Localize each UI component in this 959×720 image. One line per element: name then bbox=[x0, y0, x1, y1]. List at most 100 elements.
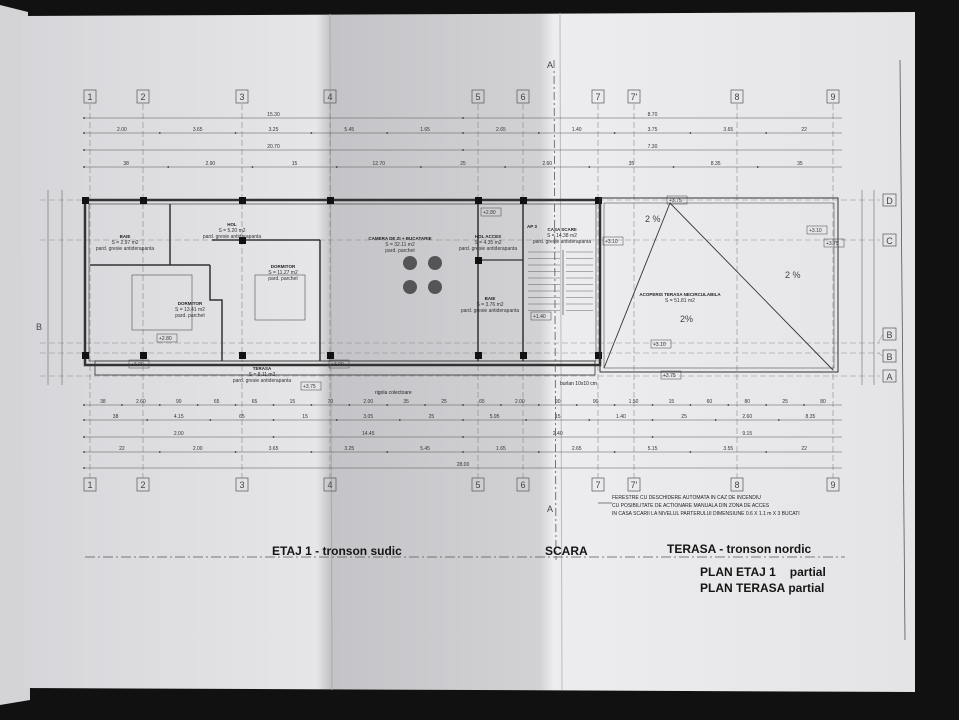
level-value: +2.80 bbox=[483, 210, 496, 216]
dimension-value: 5.45 bbox=[344, 127, 354, 133]
axis-label: 1 bbox=[87, 480, 92, 490]
interior-wall bbox=[209, 265, 223, 361]
dimension-tick bbox=[335, 166, 338, 168]
dimension-value: 90 bbox=[176, 399, 182, 405]
axis-label-left: B bbox=[36, 322, 42, 332]
axis-bubble bbox=[882, 369, 897, 383]
dimension-value: 90 bbox=[593, 399, 599, 405]
dimension-value: 25 bbox=[782, 399, 788, 405]
dimension-tick bbox=[83, 436, 85, 438]
dimension-value: 2.00 bbox=[174, 431, 184, 437]
dimension-value: 15.30 bbox=[267, 112, 280, 118]
axis-bubble bbox=[323, 477, 337, 492]
room-area: S = 3.76 m2 bbox=[476, 302, 503, 308]
structural-column bbox=[239, 197, 246, 204]
dimension-value: 28.00 bbox=[457, 462, 470, 468]
axis-label: 1 bbox=[87, 92, 92, 102]
axis-bubble bbox=[516, 477, 530, 492]
dimension-value: 2.00 bbox=[117, 127, 127, 133]
dimension-value: 1.65 bbox=[420, 127, 430, 133]
dimension-value: 1.65 bbox=[496, 446, 506, 452]
dimension-value: 2.90 bbox=[205, 161, 215, 167]
dimension-tick bbox=[167, 166, 170, 168]
axis-bubble bbox=[83, 89, 97, 104]
level-value: +3.10 bbox=[605, 239, 618, 245]
dimension-tick bbox=[689, 132, 692, 134]
axis-bubble bbox=[591, 477, 605, 492]
level-box bbox=[328, 359, 350, 369]
dimension-value: 15 bbox=[669, 399, 675, 405]
dimension-value: 3.25 bbox=[269, 127, 279, 133]
room-area: S = 13.41 m2 bbox=[175, 307, 205, 313]
level-box bbox=[650, 339, 672, 349]
room-floor: pard. gresie antiderapanta bbox=[461, 308, 520, 314]
dimension-tick bbox=[462, 404, 464, 406]
plan-title-main: PLAN TERASA bbox=[700, 581, 786, 595]
dimension-tick bbox=[537, 132, 540, 134]
dimension-value: 22 bbox=[801, 127, 807, 133]
dimension-tick bbox=[196, 404, 199, 406]
axis-label: 7 bbox=[595, 92, 600, 102]
dimension-tick bbox=[158, 132, 161, 134]
dimension-tick bbox=[83, 166, 85, 168]
dimension-tick bbox=[83, 117, 85, 119]
dimension-value: 3.75 bbox=[648, 127, 658, 133]
axis-bubble bbox=[235, 477, 249, 492]
room-name: HOL bbox=[227, 222, 237, 227]
dimension-value: 80 bbox=[820, 399, 826, 405]
structural-column bbox=[475, 352, 482, 359]
dimension-value: 35 bbox=[629, 161, 635, 167]
slope-label: 2 % bbox=[785, 270, 801, 280]
dimension-value: 80 bbox=[744, 399, 750, 405]
dimension-tick bbox=[83, 419, 85, 421]
dimension-tick bbox=[272, 436, 275, 438]
dimension-tick bbox=[765, 404, 768, 406]
dimension-tick bbox=[234, 404, 237, 406]
dimension-tick bbox=[651, 436, 654, 438]
axis-label: 5 bbox=[475, 480, 480, 490]
dimension-value: 4.15 bbox=[174, 414, 184, 420]
dimension-tick bbox=[462, 132, 464, 134]
axis-label: 8 bbox=[734, 92, 739, 102]
room-name: TERASA bbox=[253, 366, 272, 371]
structural-column bbox=[327, 197, 334, 204]
dimension-tick bbox=[335, 419, 338, 421]
dimension-value: 65 bbox=[479, 399, 485, 405]
dimension-tick bbox=[765, 132, 768, 134]
dimension-tick bbox=[588, 166, 591, 168]
note-line: IN CASA SCARII LA NIVELUL PARTERULUI DIM… bbox=[612, 511, 800, 517]
dimension-tick bbox=[386, 132, 389, 134]
dimension-value: 2.60 bbox=[542, 161, 552, 167]
axis-label: 2 bbox=[140, 92, 145, 102]
room-floor: pard. parchet bbox=[268, 276, 298, 282]
dimension-tick bbox=[272, 419, 275, 421]
dimension-tick bbox=[504, 166, 507, 168]
dimension-value: 5.45 bbox=[420, 446, 430, 452]
axis-bubble bbox=[826, 89, 840, 104]
room-area: S = 32.11 m2 bbox=[385, 242, 415, 248]
paper-sheet bbox=[22, 12, 915, 692]
room-name: CASA SCARII bbox=[547, 227, 576, 232]
dimension-value: 35 bbox=[797, 161, 803, 167]
level-box bbox=[806, 225, 828, 235]
axis-label: 4 bbox=[327, 480, 332, 490]
section-title-south: ETAJ 1 - tronson sudic bbox=[272, 544, 402, 558]
dimension-tick bbox=[672, 166, 675, 168]
dimension-value: 65 bbox=[252, 399, 258, 405]
room-floor: pard. gresie antiderapanta bbox=[96, 246, 155, 252]
dimension-tick bbox=[651, 404, 654, 406]
axis-leader bbox=[877, 352, 884, 357]
axis-bubble bbox=[136, 477, 150, 492]
axis-bubble bbox=[235, 89, 249, 104]
roof-valley-lines bbox=[603, 202, 834, 371]
axis-bubble bbox=[882, 193, 897, 207]
level-box bbox=[128, 359, 150, 369]
chair bbox=[428, 280, 442, 294]
section-marker-top: A bbox=[547, 60, 553, 70]
dimension-value: 25 bbox=[429, 414, 435, 420]
dimension-tick bbox=[575, 404, 578, 406]
chair bbox=[428, 256, 442, 270]
slope-label: 2 % bbox=[645, 214, 661, 224]
axis-label: 6 bbox=[520, 480, 525, 490]
